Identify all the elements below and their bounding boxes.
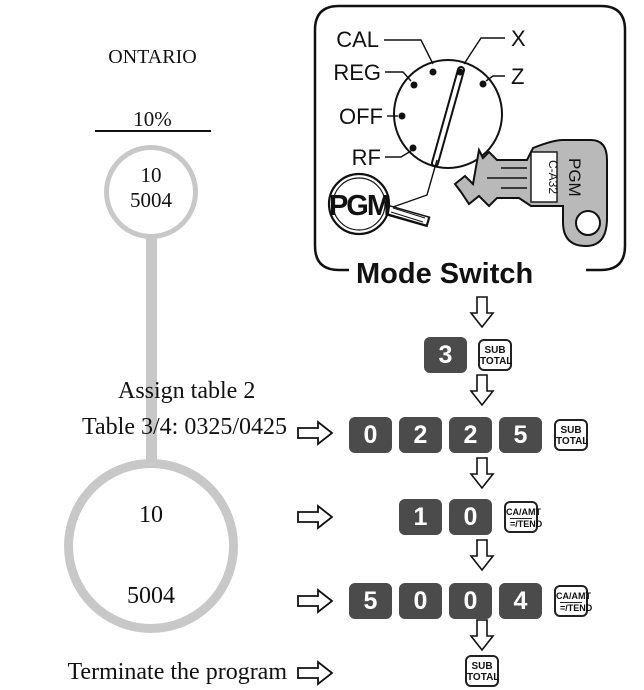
arrow-right-icon: [297, 660, 334, 686]
key-2[interactable]: 2: [449, 417, 492, 453]
small-circle: [104, 145, 198, 239]
label-cal: CAL: [336, 27, 379, 52]
arrow-down-icon: [469, 374, 495, 407]
small-circle-value-1: 10: [140, 163, 162, 187]
key-2[interactable]: 2: [399, 417, 442, 453]
key-pgm-text: PGM: [565, 158, 584, 197]
pgm-badge: PGM: [329, 190, 390, 222]
dot-rf: [409, 144, 417, 152]
mode-switch-panel: CAL REG OFF RF X Z PGM C-A32 PGM: [313, 4, 627, 272]
mode-switch-title: Mode Switch: [356, 258, 534, 290]
key-code-text: C-A32: [546, 160, 560, 194]
label-reg: REG: [333, 60, 381, 85]
province-label: ONTARIO: [108, 46, 197, 68]
key-1[interactable]: 1: [399, 499, 442, 535]
ca-amt-key[interactable]: CA/AMT=/TEND: [504, 501, 542, 533]
arrow-down-icon: [469, 296, 495, 329]
key-0[interactable]: 0: [449, 499, 492, 535]
dot-cal: [429, 68, 437, 76]
big-circle: [64, 459, 238, 633]
key-5[interactable]: 5: [349, 583, 392, 619]
big-circle-value-2: 5004: [127, 583, 175, 609]
dot-reg: [410, 81, 418, 89]
key-5[interactable]: 5: [499, 417, 542, 453]
tax-rate-label: 10%: [133, 107, 172, 131]
arrow-right-icon: [297, 420, 334, 446]
arrow-down-icon: [469, 619, 495, 652]
label-z: Z: [511, 64, 524, 89]
terminate-label: Terminate the program: [67, 659, 287, 685]
dot-z: [479, 80, 487, 88]
key-0[interactable]: 0: [399, 583, 442, 619]
ca-amt-key[interactable]: CA/AMT=/TEND: [554, 585, 592, 617]
arrow-right-icon: [297, 504, 334, 530]
connector-bar: [146, 212, 157, 466]
key-0[interactable]: 0: [349, 417, 392, 453]
key-0[interactable]: 0: [449, 583, 492, 619]
table-label: Table 3/4: 0325/0425: [82, 414, 287, 440]
key-4[interactable]: 4: [499, 583, 542, 619]
big-circle-value-1: 10: [139, 502, 163, 528]
small-circle-value-2: 5004: [130, 188, 172, 212]
dot-off: [398, 112, 406, 120]
arrow-down-icon: [469, 457, 495, 490]
rate-underline: [95, 130, 211, 132]
key-3[interactable]: 3: [424, 337, 467, 373]
label-x: X: [511, 26, 526, 51]
arrow-right-icon: [297, 588, 334, 614]
arrow-down-icon: [469, 539, 495, 572]
dot-x: [456, 68, 464, 76]
label-off: OFF: [339, 104, 383, 129]
label-rf: RF: [352, 145, 381, 170]
assign-table-label: Assign table 2: [118, 378, 256, 404]
